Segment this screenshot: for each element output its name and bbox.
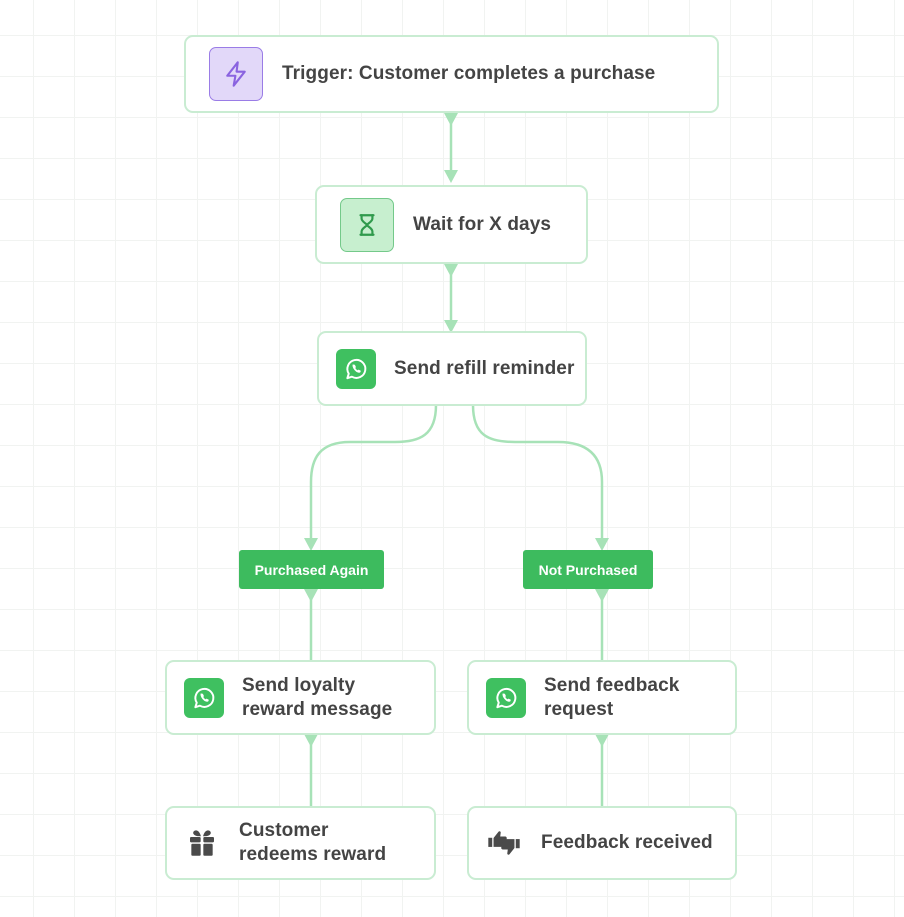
whatsapp-icon — [184, 677, 224, 718]
feedback-request-label: Send feedback request — [544, 674, 679, 722]
branch-purchased-again-label: Purchased Again — [254, 561, 369, 578]
whatsapp-icon — [486, 677, 526, 718]
wait-node-label: Wait for X days — [413, 213, 552, 235]
trigger-node[interactable]: Trigger: Customer completes a purchase — [184, 35, 719, 113]
feedback-request-label-line2: request — [544, 698, 614, 720]
loyalty-reward-node[interactable]: Send loyalty reward message — [165, 660, 436, 735]
refill-reminder-node[interactable]: Send refill reminder — [317, 331, 587, 406]
source-handle-not-purchased — [595, 589, 609, 602]
refill-reminder-label: Send refill reminder — [394, 357, 575, 379]
branch-not-purchased-label: Not Purchased — [538, 561, 638, 578]
redeem-reward-label-line1: Customer — [239, 820, 329, 841]
feedback-request-label-line1: Send feedback — [544, 674, 680, 696]
hourglass-icon — [340, 197, 394, 252]
feedback-request-node[interactable]: Send feedback request — [467, 660, 737, 735]
loyalty-reward-label-line2: reward message — [242, 698, 393, 720]
connector-refill-to-not-purchased — [471, 403, 604, 544]
whatsapp-icon — [336, 348, 376, 389]
arrowhead-not-purchased — [595, 538, 609, 551]
trigger-node-label: Trigger: Customer completes a purchase — [282, 63, 656, 84]
lightning-icon — [209, 47, 263, 101]
feedback-received-label: Feedback received — [541, 832, 713, 853]
source-handle-wait — [444, 264, 458, 277]
redeem-reward-label: Customer redeems reward — [239, 819, 386, 867]
source-handle-loyalty — [304, 734, 318, 747]
loyalty-reward-label-line1: Send loyalty — [242, 674, 356, 696]
source-handle-feedback-request — [595, 734, 609, 747]
branch-not-purchased[interactable]: Not Purchased — [523, 550, 653, 589]
arrowhead-refill — [444, 320, 458, 333]
branch-purchased-again[interactable]: Purchased Again — [239, 550, 384, 589]
source-handle-purchased-again — [304, 589, 318, 602]
wait-node[interactable]: Wait for X days — [315, 185, 588, 264]
arrowhead-wait — [444, 170, 458, 183]
thumbs-icon — [486, 825, 522, 861]
redeem-reward-node[interactable]: Customer redeems reward — [165, 806, 436, 880]
redeem-reward-label-line2: redeems reward — [239, 844, 387, 865]
loyalty-reward-label: Send loyalty reward message — [242, 674, 392, 722]
arrowhead-purchased-again — [304, 538, 318, 551]
feedback-received-node[interactable]: Feedback received — [467, 806, 737, 880]
connector-refill-to-purchased-again — [309, 403, 438, 544]
gift-icon — [184, 825, 220, 861]
source-handle-trigger — [444, 113, 458, 126]
